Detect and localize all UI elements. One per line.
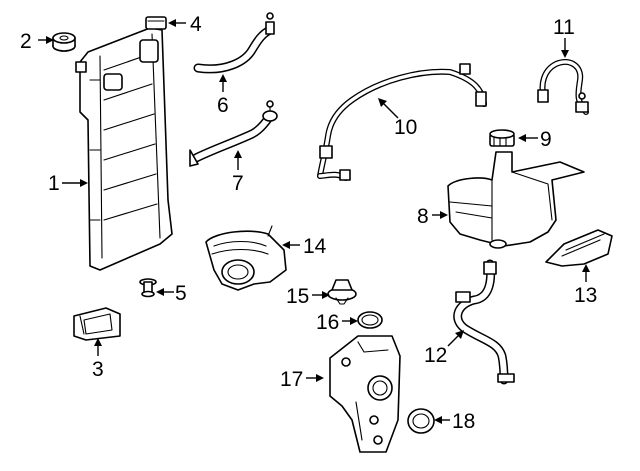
- callout-number-13: 13: [574, 284, 597, 307]
- callout-number-11: 11: [553, 16, 575, 39]
- callout-number-4: 4: [190, 13, 202, 36]
- gasket-part: [357, 311, 383, 329]
- duct-part: [205, 225, 287, 291]
- callout-14: 14: [282, 235, 327, 258]
- callout-number-7: 7: [232, 172, 244, 195]
- callout-17: 17: [280, 368, 324, 391]
- pressure-cap-part: [489, 129, 515, 147]
- callout-number-6: 6: [217, 94, 229, 117]
- callout-16: 16: [316, 311, 358, 334]
- callout-1: 1: [48, 172, 88, 195]
- callout-2: 2: [20, 30, 54, 53]
- bracket-part: [73, 307, 121, 341]
- thermostat-part: [327, 279, 357, 305]
- callout-number-10: 10: [394, 116, 417, 139]
- hose-11-part: [537, 59, 589, 115]
- callout-number-1: 1: [48, 172, 60, 195]
- callout-number-2: 2: [20, 30, 32, 53]
- callout-number-8: 8: [417, 205, 429, 228]
- cap-part: [145, 16, 167, 30]
- callout-number-5: 5: [175, 282, 187, 305]
- callout-11: 11: [553, 16, 575, 58]
- callout-number-17: 17: [280, 368, 303, 391]
- callout-number-15: 15: [286, 285, 309, 308]
- bolt-part: [139, 278, 157, 298]
- callout-number-12: 12: [424, 344, 447, 367]
- seal-part: [407, 408, 435, 434]
- callout-6: 6: [217, 74, 229, 117]
- callout-4: 4: [168, 13, 202, 36]
- coolant-reservoir-part: [447, 151, 585, 249]
- radiator-part: [75, 27, 173, 271]
- shield-part: [545, 229, 613, 267]
- callout-10: 10: [378, 98, 417, 139]
- lower-hose-part: [189, 100, 278, 167]
- callout-8: 8: [417, 205, 448, 228]
- callout-number-16: 16: [316, 311, 339, 334]
- insulator-part: [52, 32, 76, 52]
- callout-number-14: 14: [303, 235, 327, 258]
- callout-9: 9: [518, 128, 552, 151]
- callout-18: 18: [434, 410, 475, 433]
- thermostat-housing-part: [329, 335, 401, 453]
- callout-number-3: 3: [92, 358, 104, 381]
- reservoir-hose-part: [453, 259, 515, 385]
- callout-15: 15: [286, 285, 330, 308]
- callout-13: 13: [574, 264, 597, 307]
- callout-number-18: 18: [452, 410, 475, 433]
- callout-3: 3: [92, 338, 104, 381]
- callout-number-9: 9: [540, 128, 552, 151]
- overflow-hose-part: [317, 63, 487, 181]
- callout-12: 12: [424, 330, 464, 367]
- callout-7: 7: [232, 150, 244, 195]
- upper-hose-part: [193, 12, 275, 74]
- callout-5: 5: [156, 282, 187, 305]
